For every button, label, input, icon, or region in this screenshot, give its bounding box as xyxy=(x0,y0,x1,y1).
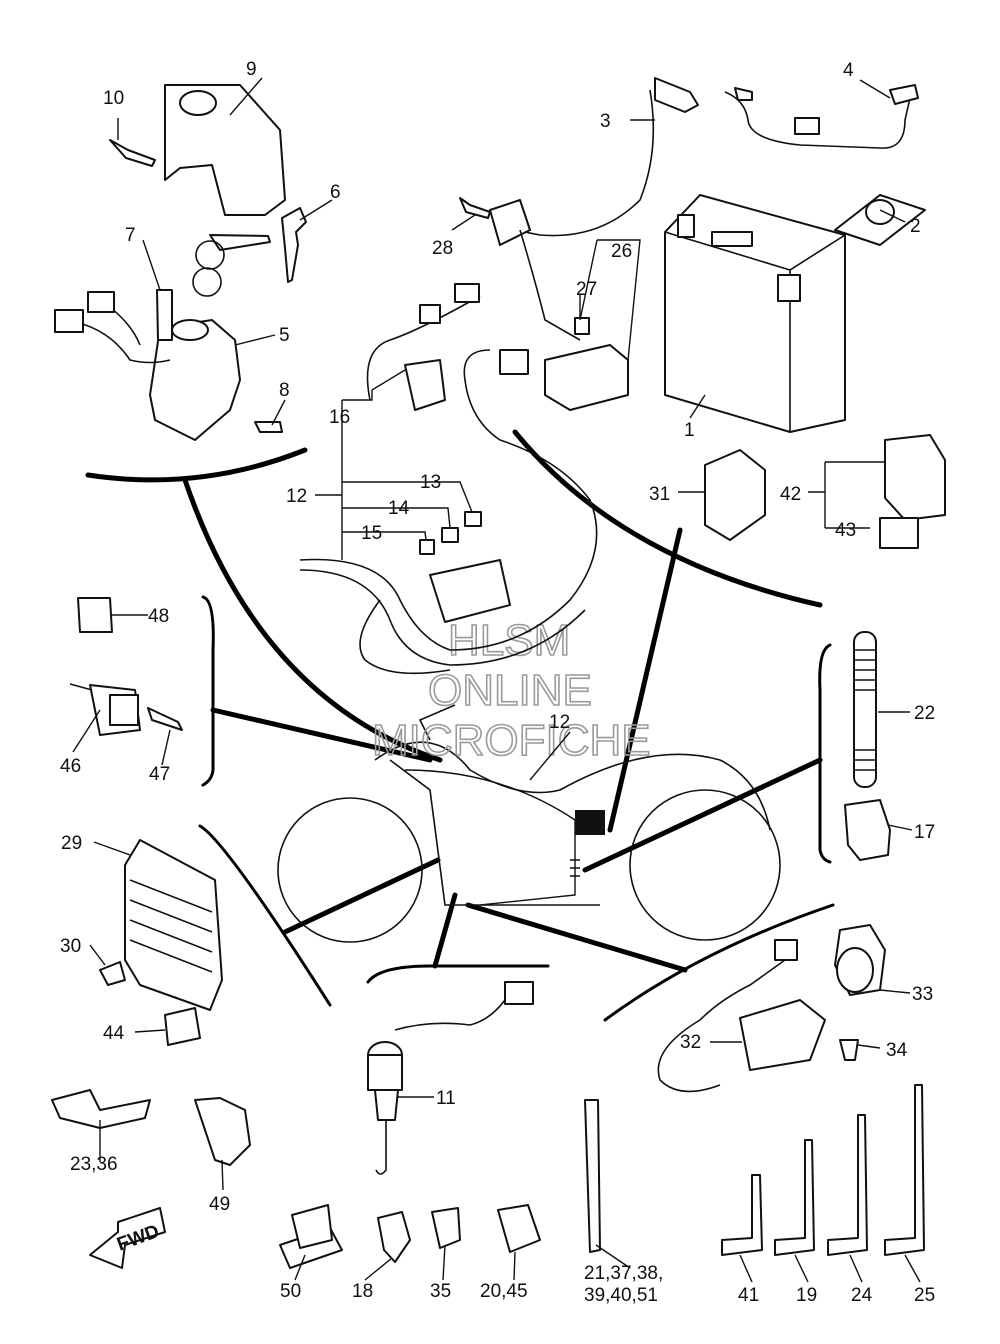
battery-group xyxy=(664,84,946,549)
rectifier-group xyxy=(51,839,251,1166)
callout-15: 15 xyxy=(361,523,382,544)
clamp-49 xyxy=(194,1097,251,1166)
callout-22: 22 xyxy=(914,703,935,724)
clip-20-45 xyxy=(497,1204,541,1253)
battery-cable-3 xyxy=(654,77,699,113)
clamp-23-36 xyxy=(51,1089,151,1129)
key-ring xyxy=(209,234,271,251)
ignition-group xyxy=(54,84,307,441)
group-frames xyxy=(85,429,835,1022)
clamp-48 xyxy=(77,597,113,633)
callout-20-45: 20,45 xyxy=(480,1281,528,1302)
tie-21 xyxy=(584,1099,601,1253)
callout-9: 9 xyxy=(246,59,257,80)
tie-41 xyxy=(721,1174,763,1256)
callout-44: 44 xyxy=(103,1023,125,1044)
callout-13: 13 xyxy=(420,472,441,493)
callout-24: 24 xyxy=(851,1285,873,1306)
callout-11: 11 xyxy=(436,1088,456,1109)
callout-46: 46 xyxy=(60,756,81,777)
tie-24 xyxy=(827,1114,868,1256)
callout-19: 19 xyxy=(796,1285,817,1306)
main-switch-bracket xyxy=(164,84,286,216)
clips-and-ties: FWD xyxy=(89,1084,925,1269)
relay-cover-43 xyxy=(879,517,919,549)
callout-31: 31 xyxy=(649,484,670,505)
callout-5: 5 xyxy=(279,325,290,346)
rectifier-29 xyxy=(124,839,223,1011)
callout-7: 7 xyxy=(125,225,136,246)
clamp-44 xyxy=(164,1007,201,1046)
callout-47: 47 xyxy=(149,764,170,785)
callout-43: 43 xyxy=(835,520,856,541)
stud-22 xyxy=(853,631,877,788)
callout-18: 18 xyxy=(352,1281,373,1302)
callout-28: 28 xyxy=(432,238,453,259)
watermark-line-3: MICROFICHE xyxy=(372,716,651,765)
motorcycle-outline xyxy=(277,704,781,943)
leader-lines xyxy=(72,77,921,1283)
battery-1 xyxy=(664,194,846,433)
callout-35: 35 xyxy=(430,1281,451,1302)
harness-group xyxy=(299,77,699,675)
callout-6: 6 xyxy=(330,182,341,203)
main-switch-5 xyxy=(149,319,241,441)
clamp-17 xyxy=(844,799,891,861)
callout-33: 33 xyxy=(912,984,933,1005)
bolt-28 xyxy=(459,197,491,219)
relay-42 xyxy=(884,434,946,521)
watermark: HLSM ONLINE MICROFICHE xyxy=(371,615,651,766)
callout-8: 8 xyxy=(279,380,290,401)
bolt-10 xyxy=(109,139,156,167)
callout-25: 25 xyxy=(914,1285,935,1306)
callout-labels: 1 2 3 4 5 6 7 8 9 10 11 12 12 13 14 15 1… xyxy=(60,59,935,1306)
tie-19 xyxy=(774,1139,815,1256)
callout-4: 4 xyxy=(843,60,854,81)
sensor-right-group xyxy=(657,924,886,1093)
callout-12-bike: 12 xyxy=(549,712,570,733)
callout-2: 2 xyxy=(910,216,921,237)
clip-18 xyxy=(377,1211,411,1263)
callout-3: 3 xyxy=(600,111,611,132)
callout-27: 27 xyxy=(576,279,597,300)
callout-49: 49 xyxy=(209,1194,230,1215)
callout-50: 50 xyxy=(280,1281,301,1302)
callout-14: 14 xyxy=(388,498,410,519)
callout-16: 16 xyxy=(329,407,350,428)
sensor-group xyxy=(69,597,183,736)
starter-relay-26 xyxy=(544,344,629,411)
callout-23-36: 23,36 xyxy=(70,1154,118,1175)
stud-group xyxy=(844,631,891,861)
screw-47 xyxy=(147,707,183,731)
screw-8 xyxy=(254,421,283,433)
callout-32: 32 xyxy=(680,1032,701,1053)
watermark-line-2: ONLINE xyxy=(428,666,592,715)
bolt-30 xyxy=(99,961,126,986)
callout-29: 29 xyxy=(61,833,82,854)
screw-34 xyxy=(839,1039,859,1061)
fwd-arrow xyxy=(89,1207,166,1269)
callout-1: 1 xyxy=(684,420,695,441)
callout-21-line-1: 21,37,38, xyxy=(584,1263,663,1284)
callout-34: 34 xyxy=(886,1040,908,1061)
callout-48: 48 xyxy=(148,606,169,627)
fuse-box-body xyxy=(429,559,511,623)
relay-31 xyxy=(704,449,766,541)
callout-21-line-2: 39,40,51 xyxy=(584,1285,658,1306)
callout-10: 10 xyxy=(103,88,124,109)
key-6 xyxy=(281,207,307,283)
callout-41: 41 xyxy=(738,1285,759,1306)
callout-12-harness: 12 xyxy=(286,486,307,507)
clip-35 xyxy=(431,1207,461,1249)
callout-42: 42 xyxy=(780,484,801,505)
switch-group xyxy=(367,981,534,1175)
callout-17: 17 xyxy=(914,822,935,843)
sensor-32 xyxy=(739,999,826,1071)
callout-26: 26 xyxy=(611,241,632,262)
tie-25 xyxy=(884,1084,925,1256)
callout-30: 30 xyxy=(60,936,81,957)
